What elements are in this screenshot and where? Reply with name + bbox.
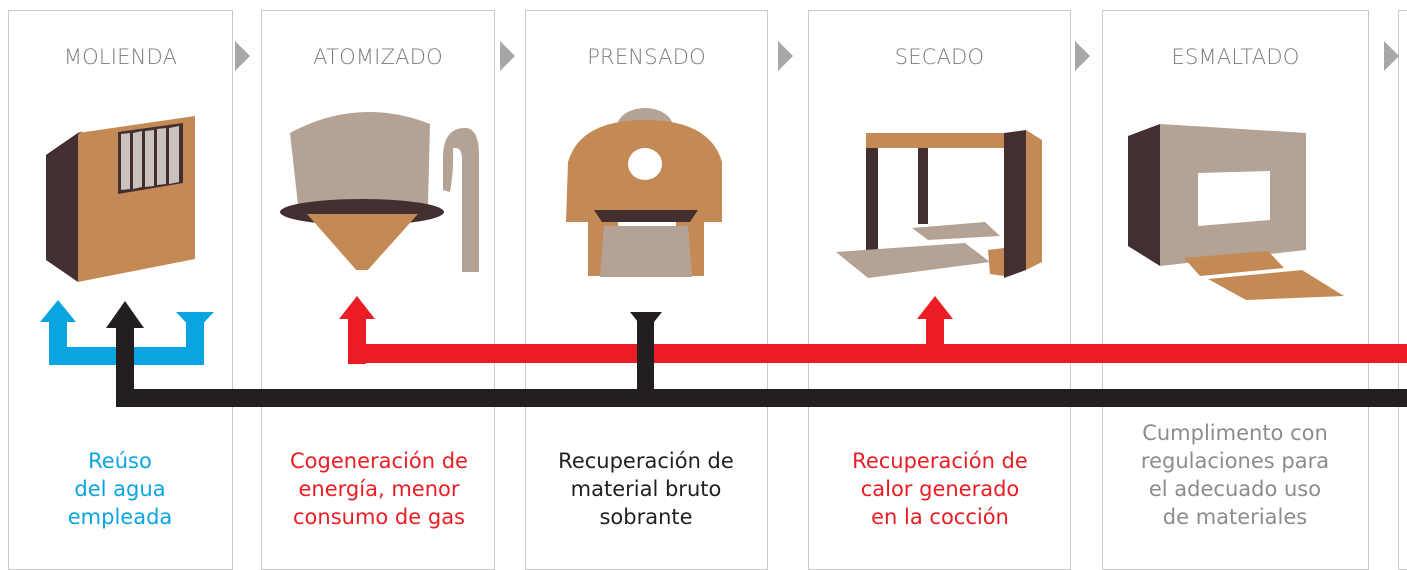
process-illustration xyxy=(40,108,1407,407)
chevron-right-icon xyxy=(1075,41,1090,71)
chevron-right-icon xyxy=(500,41,515,71)
caption-line: de materiales xyxy=(1162,505,1308,529)
stage-panel-molienda xyxy=(8,10,233,570)
heat-recovery-line xyxy=(339,296,1407,364)
caption-line: Cumplimento con xyxy=(1142,421,1328,445)
chevron-right-icon xyxy=(778,41,793,71)
caption-cogeneracion: Cogeneración de energía, menor consumo d… xyxy=(263,447,495,531)
caption-recuperacion-calor: Recuperación de calor generado en la coc… xyxy=(820,447,1060,531)
dryer-frame-icon xyxy=(836,130,1042,278)
stage-title-atomizado: ATOMIZADO xyxy=(313,45,443,69)
stage-panel-secado xyxy=(808,10,1071,570)
chevron-right-icon xyxy=(235,41,250,71)
caption-line: Recuperación de xyxy=(852,449,1028,473)
caption-line: material bruto xyxy=(570,477,722,501)
caption-line: sobrante xyxy=(599,505,693,529)
red-line-overlay-break xyxy=(637,344,654,363)
caption-line: Recuperación de xyxy=(558,449,734,473)
spray-dryer-icon xyxy=(280,111,479,277)
caption-line: en la cocción xyxy=(871,505,1009,529)
caption-line: calor generado xyxy=(860,477,1020,501)
caption-line: energía, menor xyxy=(298,477,460,501)
caption-line: Cogeneración de xyxy=(290,449,468,473)
caption-line: empleada xyxy=(67,505,173,529)
caption-cumplimiento: Cumplimento con regulaciones para el ade… xyxy=(1110,419,1360,531)
black-over-blue xyxy=(116,347,134,365)
caption-reuso: Reúso del agua empleada xyxy=(12,447,228,531)
caption-line: consumo de gas xyxy=(293,505,465,529)
stage-title-prensado: PRENSADO xyxy=(587,45,706,69)
caption-line: Reúso xyxy=(88,449,152,473)
glazing-machine-icon xyxy=(1128,124,1344,300)
stage-title-esmaltado: ESMALTADO xyxy=(1171,45,1300,69)
caption-line: el adecuado uso xyxy=(1148,477,1322,501)
stage-title-secado: SECADO xyxy=(894,45,985,69)
caption-recuperacion-material: Recuperación de material bruto sobrante xyxy=(530,447,762,531)
chevron-right-icon xyxy=(1384,41,1399,71)
caption-line: regulaciones para xyxy=(1140,449,1330,473)
material-recovery-line xyxy=(106,301,1407,407)
press-machine-icon xyxy=(566,108,722,277)
stage-title-molienda: MOLIENDA xyxy=(63,45,178,69)
stage-panel-atomizado xyxy=(261,10,495,570)
caption-line: del agua xyxy=(74,477,166,501)
mill-building-icon xyxy=(46,116,195,282)
